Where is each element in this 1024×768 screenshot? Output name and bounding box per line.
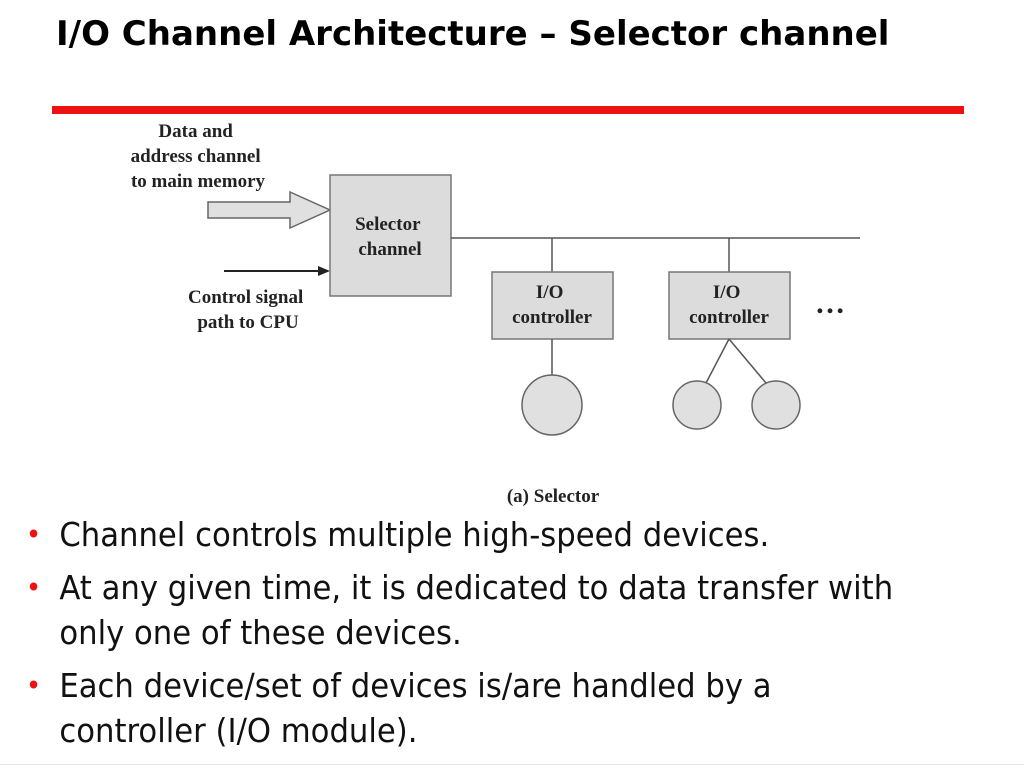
more-controllers-ellipsis: … [815,287,845,320]
bullet-list: • Channel controls multiple high-speed d… [24,512,917,761]
io-controller-2-box [668,271,791,340]
device-3-link [728,338,767,384]
selector-channel-box [329,174,452,297]
slide-title: I/O Channel Architecture – Selector chan… [56,14,890,54]
title-underline [52,106,964,114]
device-2-link [705,338,730,384]
device-2 [672,380,722,430]
bullet-text: Channel controls multiple high-speed dev… [59,515,770,554]
footer-divider [0,764,1024,765]
io-controller-1-box [491,271,614,340]
data-channel-arrow [207,190,332,230]
io-controller-1-label: I/O controller [512,282,592,328]
bullet-text: At any given time, it is dedicated to da… [59,568,894,652]
bullet-item: • Channel controls multiple high-speed d… [24,512,917,557]
control-arrow-head [318,266,330,276]
control-signal-label: Control signal path to CPU [188,287,308,333]
bullet-item: • Each device/set of devices is/are hand… [24,663,917,753]
selector-channel-label: Selector channel [355,214,425,260]
bullet-text: Each device/set of devices is/are handle… [59,666,772,750]
selector-channel-diagram: Data and address channel to main memory … [131,121,860,507]
device-1 [521,374,583,436]
bullet-item: • At any given time, it is dedicated to … [24,565,917,655]
io-controller-2-label: I/O controller [689,282,769,328]
bullet-marker: • [25,518,42,551]
data-address-label: Data and address channel to main memory [131,121,266,192]
device-3 [751,380,801,430]
bullet-marker: • [25,571,42,604]
diagram-caption: (a) Selector [507,486,600,507]
bullet-marker: • [25,669,42,702]
